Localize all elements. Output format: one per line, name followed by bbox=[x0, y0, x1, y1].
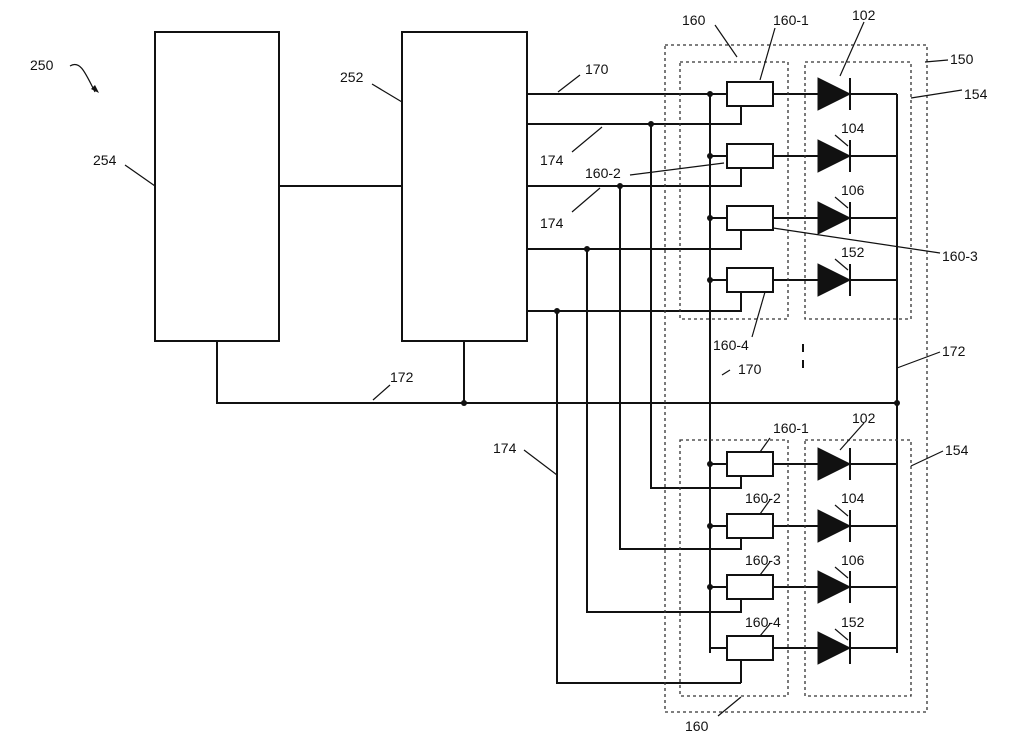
label-254: 254 bbox=[93, 152, 117, 168]
label-174-b: 174 bbox=[540, 215, 564, 231]
label-152-bottom: 152 bbox=[841, 614, 865, 630]
converter-160-1-lower bbox=[726, 451, 774, 477]
drop-c bbox=[586, 249, 718, 613]
converter-160-4-lower bbox=[726, 635, 774, 661]
diode-106-lower bbox=[817, 570, 852, 604]
diode-152-upper bbox=[817, 263, 852, 297]
label-160-4-bottom: 160-4 bbox=[745, 614, 781, 630]
label-160-2-callout: 160-2 bbox=[585, 165, 621, 181]
label-152-top: 152 bbox=[841, 244, 865, 260]
label-174-c: 174 bbox=[493, 440, 517, 456]
label-174-a: 174 bbox=[540, 152, 564, 168]
converter-160-4-upper bbox=[726, 267, 774, 293]
group-160-lower bbox=[679, 439, 789, 697]
converter-160-3-upper bbox=[726, 205, 774, 231]
converter-160-2-upper bbox=[726, 143, 774, 169]
label-250: 250 bbox=[30, 57, 54, 73]
label-160-1-bottom: 160-1 bbox=[773, 420, 809, 436]
diode-102-upper bbox=[817, 77, 852, 111]
label-104-top: 104 bbox=[841, 120, 865, 136]
diode-102-lower bbox=[817, 447, 852, 481]
label-172-bottom: 172 bbox=[390, 369, 414, 385]
group-160-upper bbox=[679, 61, 789, 320]
enclosure-150 bbox=[664, 44, 928, 713]
label-172-right: 172 bbox=[942, 343, 966, 359]
label-170-mid: 170 bbox=[738, 361, 762, 377]
drop-b bbox=[619, 186, 718, 550]
block-252 bbox=[401, 31, 528, 342]
drop-d bbox=[556, 311, 741, 684]
label-104-bottom: 104 bbox=[841, 490, 865, 506]
label-160-bottom: 160 bbox=[685, 718, 709, 734]
label-106-top: 106 bbox=[841, 182, 865, 198]
block-254 bbox=[154, 31, 280, 342]
diode-104-upper bbox=[817, 139, 852, 173]
label-106-bottom: 106 bbox=[841, 552, 865, 568]
label-160-top: 160 bbox=[682, 12, 706, 28]
diode-106-upper bbox=[817, 201, 852, 235]
label-160-3-callout: 160-3 bbox=[942, 248, 978, 264]
drop-a bbox=[650, 124, 718, 489]
label-252: 252 bbox=[340, 69, 364, 85]
converter-160-2-lower bbox=[726, 513, 774, 539]
label-160-3-bottom: 160-3 bbox=[745, 552, 781, 568]
label-150: 150 bbox=[950, 51, 974, 67]
bus-172 bbox=[216, 341, 897, 404]
converter-160-1-upper bbox=[726, 81, 774, 107]
label-154-top: 154 bbox=[964, 86, 988, 102]
label-160-4-top: 160-4 bbox=[713, 337, 749, 353]
label-154-bottom: 154 bbox=[945, 442, 969, 458]
diode-152-lower bbox=[817, 631, 852, 665]
group-154-upper bbox=[804, 61, 912, 320]
diode-104-lower bbox=[817, 509, 852, 543]
label-160-1-top: 160-1 bbox=[773, 12, 809, 28]
converter-160-3-lower bbox=[726, 574, 774, 600]
group-154-lower bbox=[804, 439, 912, 697]
label-102-bottom: 102 bbox=[852, 410, 876, 426]
label-160-2-bottom: 160-2 bbox=[745, 490, 781, 506]
label-170-top: 170 bbox=[585, 61, 609, 77]
label-102-top: 102 bbox=[852, 7, 876, 23]
